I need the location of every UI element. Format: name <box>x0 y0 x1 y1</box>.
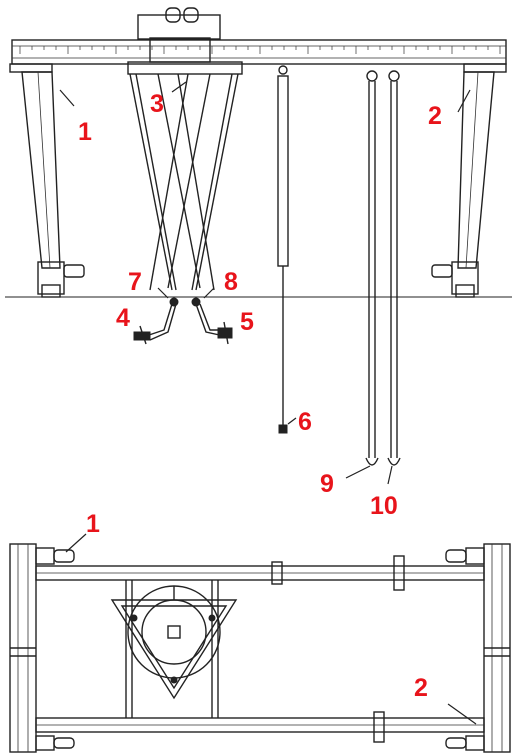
vertical-cylinder <box>277 65 289 434</box>
delta-platform-top <box>110 585 238 700</box>
label-3-front: 3 <box>150 90 164 118</box>
leader-lines <box>59 81 471 485</box>
label-8-front: 8 <box>224 268 238 296</box>
front-view-labels: 1 2 3 7 8 4 5 6 9 10 <box>78 90 442 520</box>
top-view-beams <box>35 555 485 743</box>
label-1-top: 1 <box>86 510 100 538</box>
gantry-top-beam <box>9 39 507 73</box>
label-2-front: 2 <box>428 102 442 130</box>
top-hoist-mechanism <box>137 7 221 63</box>
label-6-front: 6 <box>298 408 312 436</box>
guide-rods <box>365 70 401 466</box>
label-9-front: 9 <box>320 470 334 498</box>
label-10-front: 10 <box>370 492 398 520</box>
label-4-front: 4 <box>116 304 130 332</box>
label-7-front: 7 <box>128 268 142 296</box>
label-2-top: 2 <box>414 674 428 702</box>
wheel-motors <box>35 547 485 751</box>
top-view-cross-members <box>125 580 219 718</box>
top-view-leader-lines <box>65 533 477 725</box>
parallel-robot <box>127 61 243 345</box>
label-1-front: 1 <box>78 118 92 146</box>
left-gantry-leg <box>21 71 85 298</box>
left-end-frame <box>9 543 37 753</box>
top-view: 1 2 <box>9 510 511 753</box>
right-end-frame <box>483 543 511 753</box>
label-5-front: 5 <box>240 308 254 336</box>
top-view-labels: 1 2 <box>86 510 428 702</box>
right-gantry-leg <box>431 71 495 298</box>
front-view: 1 2 3 7 8 4 5 6 9 10 <box>5 7 512 520</box>
